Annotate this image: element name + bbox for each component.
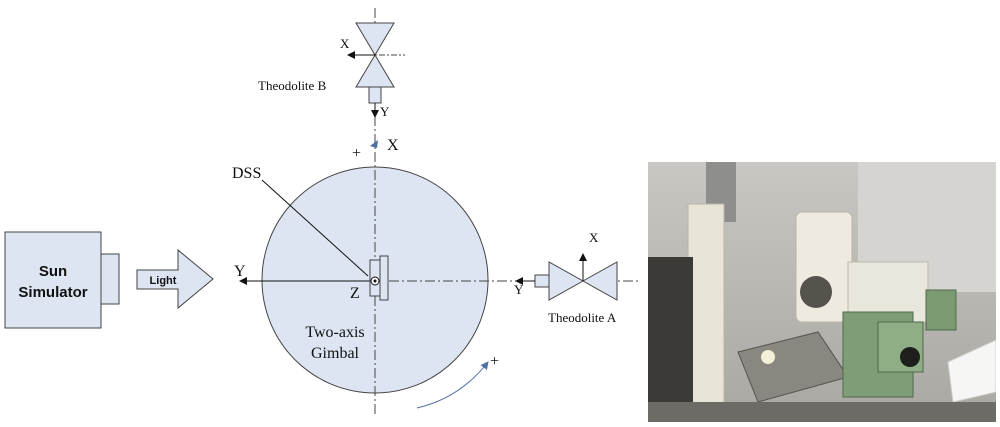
rotation-arc-icon xyxy=(416,361,489,409)
theodolite-b-x-label: X xyxy=(340,36,350,51)
dss-label: DSS xyxy=(232,165,261,182)
sun-simulator-label-2: Simulator xyxy=(18,284,87,301)
dss-sensor xyxy=(369,255,389,301)
theodolite-a xyxy=(515,253,618,301)
theodolite-b-label: Theodolite B xyxy=(258,78,327,93)
theodolite-a-x-label: X xyxy=(589,230,599,245)
bottom-plus-label: + xyxy=(490,353,499,370)
lab-photo xyxy=(648,162,996,422)
theodolite-a-label: Theodolite A xyxy=(548,310,617,325)
dss-leader-line xyxy=(261,179,369,277)
light-arrow: Light xyxy=(136,248,214,310)
top-plus-label: + xyxy=(352,145,361,162)
gimbal-label-2: Gimbal xyxy=(311,345,360,362)
sun-simulator: Sun Simulator xyxy=(4,231,120,329)
theodolite-b xyxy=(347,22,405,118)
gimbal-z-label: Z xyxy=(350,285,360,302)
sun-simulator-label-1: Sun xyxy=(39,263,67,280)
theodolite-b-y-label: Y xyxy=(380,104,390,119)
gimbal-y-label: Y xyxy=(234,263,246,280)
theodolite-a-y-label: Y xyxy=(514,282,524,297)
light-label: Light xyxy=(150,275,177,287)
lab-photo-illustration xyxy=(648,162,996,422)
gimbal-label-1: Two-axis xyxy=(305,324,364,341)
rotation-arrow-top-icon xyxy=(370,140,378,148)
top-x-label: X xyxy=(387,137,399,154)
